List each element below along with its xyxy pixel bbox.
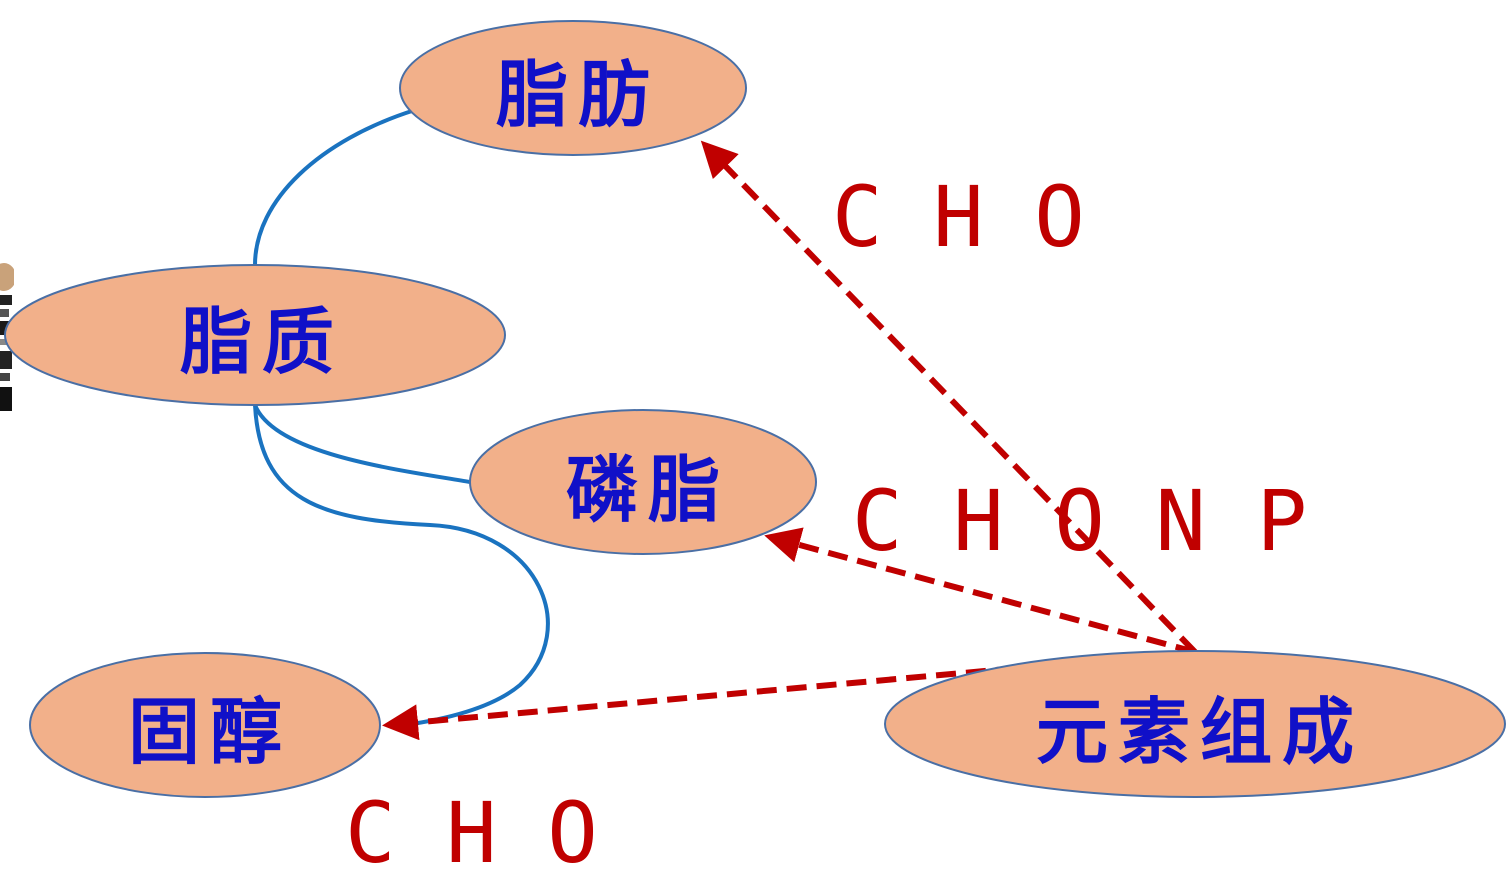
branch-lipid-to-sterol	[253, 404, 550, 727]
node-fat: 脂肪	[399, 20, 747, 156]
node-fat-label: 脂肪	[496, 53, 660, 137]
node-element-composition: 元素组成	[884, 650, 1506, 798]
edge-image-fragment	[0, 263, 14, 411]
node-phospholipid-shape	[469, 409, 817, 555]
node-element-composition-label: 元素组成	[1036, 690, 1364, 774]
element-label-phospholipid: C H O N P	[852, 472, 1307, 570]
node-sterol-label: 固醇	[128, 690, 292, 774]
arrow-to-phospholipid	[764, 527, 1196, 655]
branch-lipid-to-fat	[253, 108, 416, 266]
element-label-fat: C H O	[832, 168, 1085, 266]
arrow-to-fat	[700, 140, 1198, 655]
node-fat-shape	[399, 20, 747, 156]
branch-lipid-to-phospholipid	[253, 404, 471, 484]
node-phospholipid-label: 磷脂	[566, 448, 730, 532]
node-sterol: 固醇	[29, 652, 381, 798]
element-label-sterol: C H O	[345, 784, 598, 873]
node-lipid-shape	[4, 264, 506, 406]
node-sterol-shape	[29, 652, 381, 798]
node-phospholipid: 磷脂	[469, 409, 817, 555]
node-lipid-label: 脂质	[180, 300, 344, 384]
node-lipid: 脂质	[4, 264, 506, 406]
node-element-composition-shape	[884, 650, 1506, 798]
